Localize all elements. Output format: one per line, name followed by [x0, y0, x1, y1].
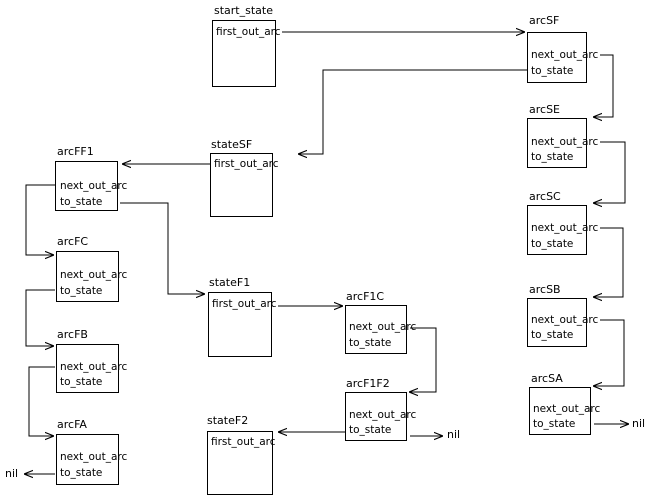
field-first-out-arc: first_out_arc — [212, 298, 277, 310]
field-to-state: to_state — [60, 196, 103, 208]
field-next-out-arc: next_out_arc — [60, 451, 128, 463]
node-stateF2 — [207, 431, 273, 495]
arrow-arcSE-to-arcSC — [593, 141, 626, 203]
node-title-stateSF: stateSF — [211, 138, 253, 151]
field-to-state: to_state — [60, 467, 103, 479]
field-next-out-arc: next_out_arc — [533, 403, 601, 415]
field-next-out-arc: next_out_arc — [531, 314, 599, 326]
node-title-arcF1C: arcF1C — [346, 290, 385, 303]
field-to-state: to_state — [60, 376, 103, 388]
field-to-state: to_state — [349, 424, 392, 436]
node-title-arcFB: arcFB — [57, 328, 88, 341]
node-title-arcSB: arcSB — [529, 283, 561, 296]
node-arcSC — [527, 205, 587, 255]
field-to-state: to_state — [60, 285, 103, 297]
arrow-arcSF-to-arcSE — [593, 54, 614, 117]
arrow-arcSB-to-arcSA — [593, 319, 625, 386]
node-arcSF — [527, 32, 587, 83]
node-title-arcFA: arcFA — [57, 418, 87, 431]
node-arcF1F2 — [345, 392, 407, 441]
field-next-out-arc: next_out_arc — [349, 321, 417, 333]
field-next-out-arc: next_out_arc — [60, 361, 128, 373]
field-first-out-arc: first_out_arc — [211, 436, 276, 448]
field-next-out-arc: next_out_arc — [531, 136, 599, 148]
field-to-state: to_state — [531, 151, 574, 163]
node-title-stateF2: stateF2 — [207, 414, 249, 427]
node-title-arcF1F2: arcF1F2 — [346, 377, 390, 390]
field-first-out-arc: first_out_arc — [214, 158, 279, 170]
node-title-start-state: start_state — [214, 4, 273, 17]
field-next-out-arc: next_out_arc — [60, 180, 128, 192]
field-next-out-arc: next_out_arc — [531, 222, 599, 234]
node-title-arcFF1: arcFF1 — [57, 145, 94, 158]
node-arcSA — [529, 387, 591, 435]
node-arcSE — [527, 118, 587, 168]
node-arcFF1 — [55, 161, 118, 211]
node-arcFC — [56, 251, 119, 302]
nil-label: nil — [632, 417, 646, 430]
arrow-arcFF1-to-arcFC — [25, 184, 55, 255]
field-to-state: to_state — [531, 329, 574, 341]
nil-label: nil — [5, 467, 19, 480]
node-title-arcSC: arcSC — [529, 190, 561, 203]
field-to-state: to_state — [533, 418, 576, 430]
node-title-arcSE: arcSE — [529, 103, 561, 116]
field-to-state: to_state — [349, 337, 392, 349]
arrow-arcF1C-to-arcF1F2 — [409, 327, 437, 392]
node-stateF1 — [208, 292, 272, 357]
node-arcFA — [56, 434, 119, 485]
arrow-arcFC-to-arcFB — [25, 289, 55, 346]
node-arcF1C — [345, 305, 407, 354]
node-title-arcSF: arcSF — [529, 14, 560, 27]
node-arcFB — [56, 344, 119, 393]
field-next-out-arc: next_out_arc — [349, 409, 417, 421]
arrow-arcSC-to-arcSB — [593, 227, 624, 297]
field-next-out-arc: next_out_arc — [531, 49, 599, 61]
node-title-arcFC: arcFC — [57, 235, 89, 248]
field-first-out-arc: first_out_arc — [216, 26, 281, 38]
field-next-out-arc: next_out_arc — [60, 269, 128, 281]
arrow-arcFF1-to-stateF1 — [120, 202, 205, 294]
field-to-state: to_state — [531, 65, 574, 77]
node-title-stateF1: stateF1 — [209, 276, 251, 289]
node-arcSB — [527, 298, 587, 347]
nil-label: nil — [447, 428, 461, 441]
arrow-arcSF-to-stateSF — [298, 69, 527, 154]
arrow-arcFB-to-arcFA — [28, 366, 55, 436]
node-title-arcSA: arcSA — [531, 372, 563, 385]
node-stateSF — [210, 153, 273, 217]
node-start-state — [212, 20, 276, 87]
field-to-state: to_state — [531, 238, 574, 250]
